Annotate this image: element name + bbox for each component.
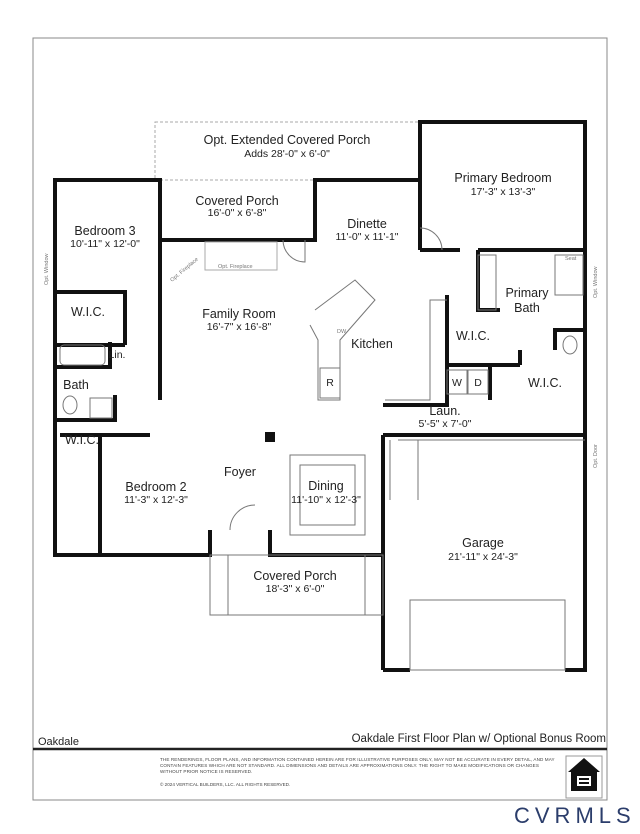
wic3-name: W.I.C. bbox=[528, 376, 562, 390]
wic2-name: W.I.C. bbox=[456, 329, 490, 343]
fixtures bbox=[59, 227, 585, 671]
wic1-name: W.I.C. bbox=[71, 305, 105, 319]
dining-name: Dining bbox=[308, 479, 343, 493]
bedroom2-name: Bedroom 2 bbox=[125, 480, 186, 494]
kitchen-name: Kitchen bbox=[351, 337, 393, 351]
front-porch-dims: 18'-3" x 6'-0" bbox=[266, 583, 325, 595]
bedroom3-dims: 10'-11" x 12'-0" bbox=[70, 238, 140, 250]
bath-name: Bath bbox=[63, 378, 89, 392]
range-label: R bbox=[326, 377, 334, 389]
dryer-label: D bbox=[474, 377, 482, 389]
laundry-dims: 5'-5" x 7'-0" bbox=[419, 418, 472, 430]
plan-title: Oakdale First Floor Plan w/ Optional Bon… bbox=[351, 733, 606, 745]
primary-bedroom-name: Primary Bedroom bbox=[454, 171, 551, 185]
foyer-name: Foyer bbox=[224, 465, 256, 479]
disclaimer: THE RENDERINGS, FLOOR PLANS, AND INFORMA… bbox=[160, 757, 555, 774]
dining-dims: 11'-10" x 12'-3" bbox=[291, 494, 361, 506]
primary-bath-name2: Bath bbox=[514, 301, 540, 315]
plan-name: Oakdale bbox=[38, 736, 79, 748]
garage-dims: 21'-11" x 24'-3" bbox=[448, 551, 518, 563]
rear-porch-name: Covered Porch bbox=[195, 194, 278, 208]
opt-window-right: Opt. Window bbox=[593, 266, 599, 298]
family-room-name: Family Room bbox=[202, 307, 276, 321]
copyright: © 2024 VERTICAL BUILDERS, LLC. ALL RIGHT… bbox=[160, 782, 291, 787]
bedroom2-dims: 11'-3" x 12'-3" bbox=[124, 494, 188, 506]
family-room-dims: 16'-7" x 16'-8" bbox=[207, 321, 272, 333]
linen-name: Lin. bbox=[109, 349, 126, 361]
washer-label: W bbox=[452, 377, 462, 389]
opt-window-left: Opt. Window bbox=[44, 253, 50, 285]
garage-name: Garage bbox=[462, 536, 504, 550]
cvrmls-logo: CVRMLS bbox=[514, 803, 636, 828]
ext-porch-outline bbox=[154, 121, 421, 181]
laundry-name: Laun. bbox=[429, 404, 460, 418]
dishwasher-label: DW bbox=[337, 329, 347, 335]
opt-fireplace-corner: Opt. Fireplace bbox=[169, 257, 199, 284]
seat-label: Seat bbox=[565, 256, 577, 262]
dinette-dims: 11'-0" x 11'-1" bbox=[335, 231, 398, 243]
opt-door: Opt. Door bbox=[593, 444, 599, 468]
opt-fireplace: Opt. Fireplace bbox=[218, 264, 253, 270]
sheet-frame bbox=[32, 37, 608, 801]
ext-porch-dims: Adds 28'-0" x 6'-0" bbox=[244, 148, 330, 160]
primary-bedroom-dims: 17'-3" x 13'-3" bbox=[471, 186, 536, 198]
dinette-name: Dinette bbox=[347, 217, 387, 231]
rear-porch-dims: 16'-0" x 6'-8" bbox=[208, 207, 267, 219]
equal-housing-logo bbox=[565, 755, 603, 799]
ext-porch-name: Opt. Extended Covered Porch bbox=[204, 133, 371, 147]
bedroom3-name: Bedroom 3 bbox=[74, 224, 135, 238]
primary-bath-name: Primary bbox=[505, 286, 549, 300]
wic4-name: W.I.C. bbox=[65, 433, 99, 447]
front-porch-name: Covered Porch bbox=[253, 569, 336, 583]
